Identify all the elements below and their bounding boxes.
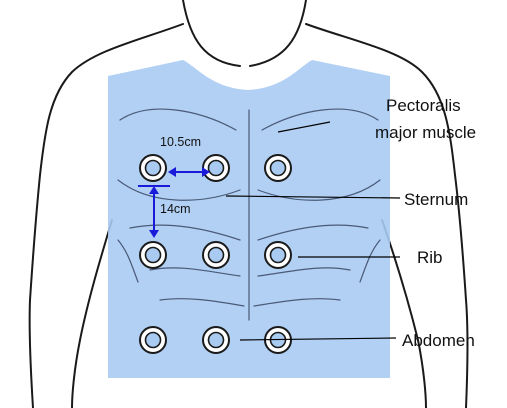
horizontal-spacing-label: 10.5cm	[160, 135, 201, 149]
electrode-r2-c3	[265, 242, 291, 268]
rib-label: Rib	[417, 248, 443, 267]
electrode-r2-c2	[203, 242, 229, 268]
electrode-r3-c2	[203, 327, 229, 353]
abdomen-label: Abdomen	[402, 331, 475, 350]
electrode-r1-c1	[140, 155, 166, 181]
pectoralis-label-line1: Pectoralis	[386, 96, 461, 115]
electrode-r2-c1	[140, 242, 166, 268]
vertical-spacing-label: 14cm	[160, 202, 191, 216]
sternum-label: Sternum	[404, 190, 468, 209]
pectoralis-label-line2: major muscle	[375, 123, 476, 142]
electrode-r3-c1	[140, 327, 166, 353]
electrode-r1-c3	[265, 155, 291, 181]
electrode-r1-c2	[203, 155, 229, 181]
